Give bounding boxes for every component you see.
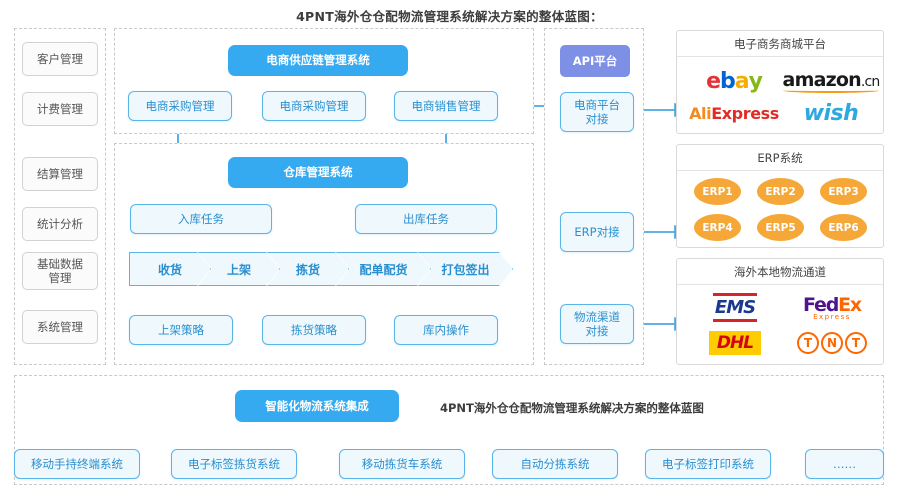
system-label: 电子标签拣货系统	[188, 456, 280, 471]
sidebar-container	[14, 28, 106, 365]
process-step-label: 配单配货	[359, 262, 408, 277]
warehouse-header-label: 仓库管理系统	[283, 165, 353, 180]
task-label: 出库任务	[403, 211, 449, 226]
sidebar-item-label: 结算管理	[37, 166, 83, 181]
panel-ecommerce-platforms: 电子商务商城平台	[676, 30, 884, 134]
warehouse-task-outbound[interactable]: 出库任务	[355, 204, 497, 234]
strategy-picking[interactable]: 拣货策略	[262, 315, 366, 345]
sidebar-item-2[interactable]: 结算管理	[22, 157, 98, 191]
erp-label: ERP1	[702, 185, 733, 198]
system-label: 移动拣货车系统	[361, 456, 443, 471]
strategy-putaway[interactable]: 上架策略	[129, 315, 233, 345]
panel-title: ERP系统	[677, 145, 883, 171]
system-label: 电子标签打印系统	[662, 456, 754, 471]
system-label: 移动手持终端系统	[31, 456, 123, 471]
process-step-label: 上架	[226, 262, 251, 277]
integration-header-label: 智能化物流系统集成	[265, 398, 369, 413]
module-label: 电商采购管理	[145, 98, 215, 113]
task-label: 入库任务	[178, 211, 224, 226]
integration-system-3[interactable]: 自动分拣系统	[492, 449, 618, 479]
erp-item-1[interactable]: ERP1	[694, 178, 741, 205]
sidebar-item-label: 基础数据管理	[37, 256, 83, 285]
erp-item-6[interactable]: ERP6	[820, 214, 867, 241]
process-step-label: 收货	[157, 262, 182, 277]
module-ecom-purchase-2[interactable]: 电商采购管理	[262, 91, 366, 121]
sidebar-item-1[interactable]: 计费管理	[22, 92, 98, 126]
warehouse-header[interactable]: 仓库管理系统	[228, 157, 408, 188]
sidebar-item-5[interactable]: 系统管理	[22, 310, 98, 344]
api-platform-label: API平台	[572, 53, 618, 68]
strategy-label: 库内操作	[423, 322, 469, 337]
process-step-3[interactable]: 配单配货	[336, 252, 431, 286]
process-step-label: 打包签出	[441, 262, 490, 277]
erp-label: ERP3	[828, 185, 859, 198]
wish-logo: wish	[803, 100, 859, 126]
erp-label: ERP2	[765, 185, 796, 198]
module-ecom-sales[interactable]: 电商销售管理	[394, 91, 498, 121]
panel-title: 电子商务商城平台	[677, 31, 883, 57]
sidebar-item-3[interactable]: 统计分析	[22, 207, 98, 241]
erp-item-5[interactable]: ERP5	[757, 214, 804, 241]
warehouse-task-inbound[interactable]: 入库任务	[130, 204, 272, 234]
integration-system-5[interactable]: ……	[805, 449, 884, 479]
integration-header[interactable]: 智能化物流系统集成	[235, 390, 399, 422]
amazon-logo: amazon.cn	[782, 69, 880, 93]
panel-title: 海外本地物流通道	[677, 259, 883, 285]
sidebar-item-label: 系统管理	[37, 319, 83, 334]
erp-item-3[interactable]: ERP3	[820, 178, 867, 205]
integration-system-2[interactable]: 移动拣货车系统	[339, 449, 465, 479]
integration-system-4[interactable]: 电子标签打印系统	[645, 449, 771, 479]
module-ecom-purchase-1[interactable]: 电商采购管理	[128, 91, 232, 121]
erp-label: ERP5	[765, 221, 796, 234]
page-title: 4PNT海外仓仓配物流管理系统解决方案的整体蓝图：	[296, 9, 603, 24]
process-step-4[interactable]: 打包签出	[418, 252, 513, 286]
process-step-label: 拣货	[295, 262, 320, 277]
module-label: 电商采购管理	[279, 98, 349, 113]
erp-item-2[interactable]: ERP2	[757, 178, 804, 205]
connector-label: 电商平台 对接	[574, 97, 620, 126]
sidebar-item-label: 计费管理	[37, 101, 83, 116]
system-label: 自动分拣系统	[520, 456, 590, 471]
supply-chain-header-label: 电商供应链管理系统	[266, 53, 370, 68]
connector-label: ERP对接	[574, 224, 620, 239]
erp-label: ERP4	[702, 221, 733, 234]
erp-label: ERP6	[828, 221, 859, 234]
supply-chain-header[interactable]: 电商供应链管理系统	[228, 45, 408, 76]
process-step-0[interactable]: 收货	[129, 252, 211, 286]
strategy-label: 上架策略	[158, 322, 204, 337]
sidebar-item-0[interactable]: 客户管理	[22, 42, 98, 76]
strategy-label: 拣货策略	[291, 322, 337, 337]
ems-logo: EMS	[688, 292, 782, 322]
erp-item-4[interactable]: ERP4	[694, 214, 741, 241]
connector-logistics-channel[interactable]: 物流渠道 对接	[560, 304, 634, 344]
integration-system-0[interactable]: 移动手持终端系统	[14, 449, 140, 479]
system-label: ……	[833, 456, 856, 471]
bottom-caption: 4PNT海外仓仓配物流管理系统解决方案的整体蓝图	[440, 401, 704, 415]
sidebar-item-label: 客户管理	[37, 51, 83, 66]
integration-system-1[interactable]: 电子标签拣货系统	[171, 449, 297, 479]
api-platform[interactable]: API平台	[560, 45, 630, 77]
sidebar-item-label: 统计分析	[37, 216, 83, 231]
module-label: 电商销售管理	[411, 98, 481, 113]
connector-label: 物流渠道 对接	[574, 309, 620, 338]
connector-erp[interactable]: ERP对接	[560, 212, 634, 252]
sidebar-item-4[interactable]: 基础数据管理	[22, 252, 98, 290]
dhl-logo: DHL	[688, 328, 782, 358]
connector-ecom-platform[interactable]: 电商平台 对接	[560, 92, 634, 132]
strategy-inhouse-ops[interactable]: 库内操作	[394, 315, 498, 345]
